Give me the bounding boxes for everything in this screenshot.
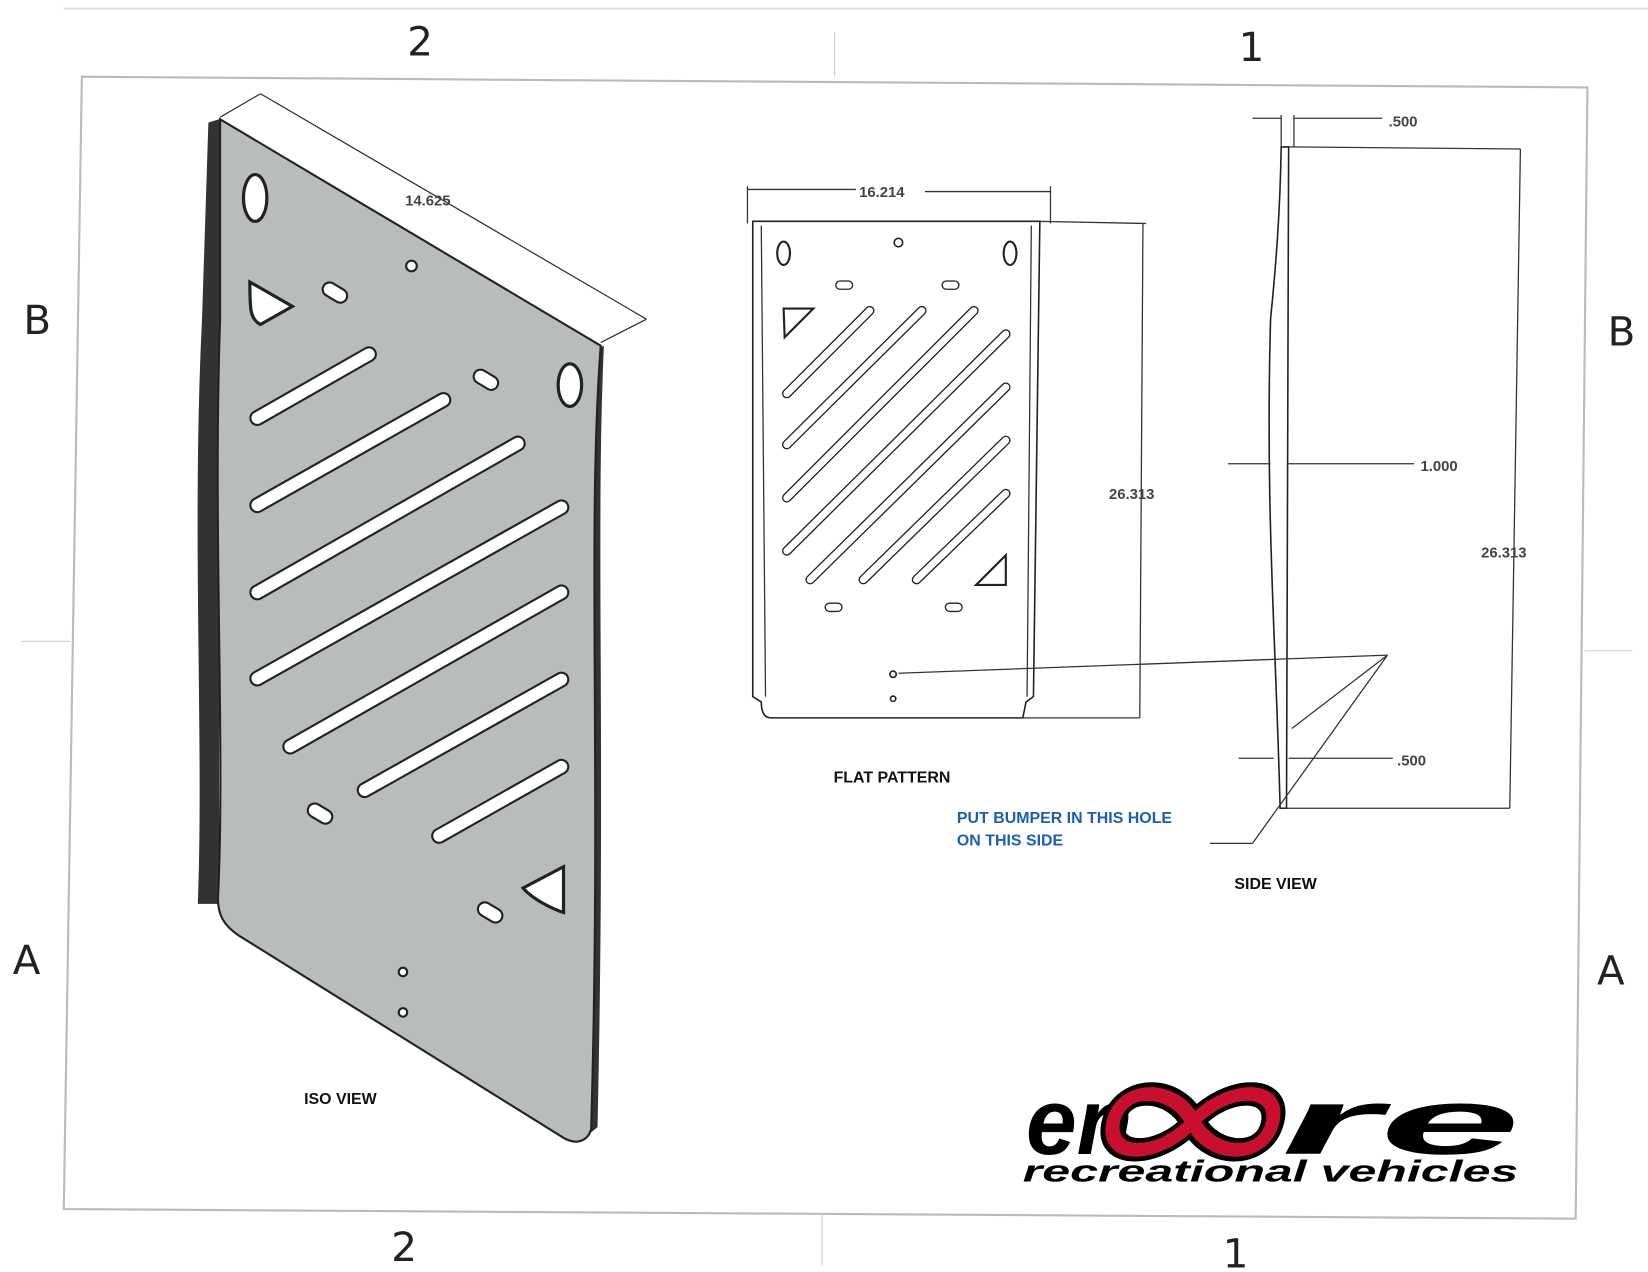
dim-side-mid: 1.000 bbox=[1420, 459, 1457, 475]
zone-label-top-1: 1 bbox=[1239, 23, 1265, 71]
side-view-label: SIDE VIEW bbox=[1234, 876, 1317, 893]
zone-label-bottom-1: 1 bbox=[1223, 1230, 1249, 1272]
zone-label-top-2: 2 bbox=[407, 17, 433, 65]
dim-iso-width: 14.625 bbox=[405, 193, 451, 209]
flat-pattern-view bbox=[746, 186, 1147, 719]
dim-side-bottom: .500 bbox=[1397, 754, 1426, 770]
iso-view bbox=[197, 93, 647, 1143]
zone-label-right-a: A bbox=[1597, 947, 1625, 995]
dim-side-height: 26.313 bbox=[1481, 545, 1527, 561]
iso-view-label: ISO VIEW bbox=[304, 1091, 378, 1108]
side-view bbox=[898, 115, 1522, 844]
dim-flat-height: 26.313 bbox=[1109, 487, 1155, 503]
encore-logo: en re recreational vehicles bbox=[1023, 1069, 1521, 1189]
sheet-border bbox=[21, 7, 1648, 1266]
zone-label-left-b: B bbox=[23, 296, 51, 344]
svg-text:re: re bbox=[1281, 1069, 1520, 1174]
bumper-note-line2: ON THIS SIDE bbox=[957, 832, 1063, 849]
iso-slots bbox=[249, 281, 570, 924]
flat-slots bbox=[782, 280, 1011, 613]
zone-label-right-b: B bbox=[1608, 308, 1636, 356]
dim-side-top: .500 bbox=[1389, 115, 1418, 131]
logo-tagline: recreational vehicles bbox=[1023, 1153, 1518, 1188]
zone-label-bottom-2: 2 bbox=[391, 1223, 417, 1271]
flat-pattern-label: FLAT PATTERN bbox=[834, 770, 951, 787]
infinity-icon bbox=[1100, 1082, 1286, 1162]
dim-flat-width: 16.214 bbox=[859, 185, 905, 201]
zone-label-left-a: A bbox=[13, 936, 41, 984]
bumper-note-line1: PUT BUMPER IN THIS HOLE bbox=[957, 810, 1172, 827]
